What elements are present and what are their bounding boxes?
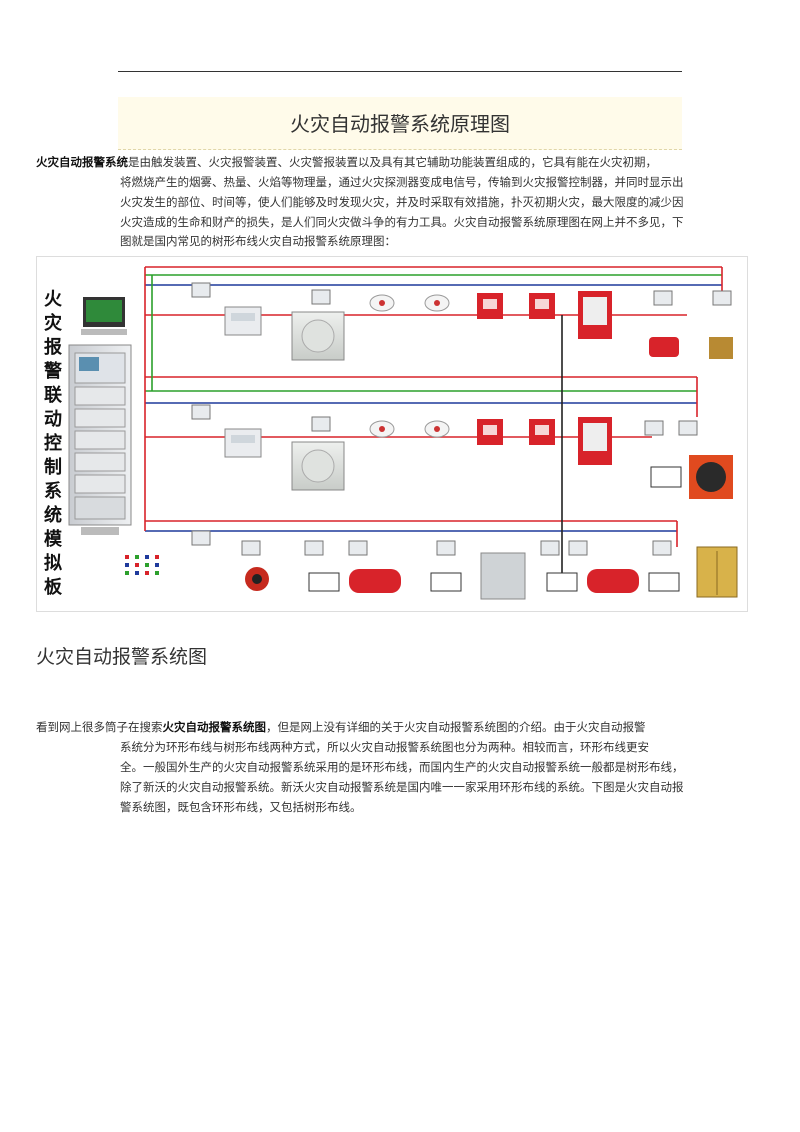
tier2-control-module-b [678, 420, 698, 436]
top-rule [118, 71, 682, 72]
tier2-speaker [291, 441, 345, 491]
bus-lines [144, 266, 723, 577]
tier1-sprinkler-valve [649, 337, 679, 357]
tier2-control-module-a [644, 420, 664, 436]
board-title-char: 联 [44, 385, 62, 406]
tier2-heat-detector [424, 420, 450, 438]
board-title-char: 模 [44, 528, 63, 550]
tier1-sound-light-alarm [578, 291, 612, 339]
tier3-beacon-alarm [245, 567, 269, 591]
tier1-input-module [311, 289, 331, 305]
tier1-output-module [653, 290, 673, 306]
tier1-heat-detector [424, 294, 450, 312]
board-title-char: 动 [44, 409, 62, 430]
tier2-hydrant-button [529, 419, 555, 445]
tier3-fire-pump-b [587, 569, 639, 593]
tier1-speaker [291, 311, 345, 361]
tier3-relay-box-d [648, 572, 680, 592]
tier3-modules-a [241, 540, 368, 556]
tier1-smoke-detector [369, 294, 395, 312]
tier1-module-a [191, 282, 211, 298]
tier3-module-b [436, 540, 456, 556]
board-title-char: 系 [44, 481, 62, 502]
tier1-display-panel [224, 306, 262, 336]
board-title-char: 火 [44, 289, 63, 310]
title-banner: 火灾自动报警系统原理图 [118, 97, 682, 150]
intro-lead-bold: 火灾自动报警系统 [36, 155, 128, 169]
tier2-relay-box [650, 466, 682, 488]
tier3-fire-pump-a [349, 569, 401, 593]
tier3-modules-c [540, 540, 588, 556]
tier3-relay-box-c [546, 572, 578, 592]
tier2-display-panel [224, 428, 262, 458]
board-title-char: 板 [44, 576, 63, 598]
tier1-solenoid-valve [709, 337, 733, 359]
para2-line-1: 看到网上很多筒子在搜索火灾自动报警系统图，但是网上没有详细的关于火灾自动报警系统… [36, 718, 686, 738]
intro-lead-rest: 是由触发装置、火灾报警装置、火灾警报装置以及具有其它辅助功能装置组成的，它具有能… [128, 155, 657, 169]
tier3-module-d [652, 540, 672, 556]
tier3-module-a [191, 530, 211, 546]
tier2-manual-alarm [477, 419, 503, 445]
board-title-char: 统 [44, 504, 62, 526]
board-title-char: 拟 [44, 552, 62, 574]
monitor-computer [81, 297, 127, 335]
page-title: 火灾自动报警系统原理图 [290, 112, 510, 136]
tier3-fire-shutter [480, 552, 526, 600]
tier2-input-module [311, 416, 331, 432]
tier3-relay-box-b [430, 572, 462, 592]
tier1-manual-alarm [477, 293, 503, 319]
intro-body: 将燃烧产生的烟雾、热量、火焰等物理量，通过火灾探测器变成电信号，传输到火灾报警控… [120, 175, 684, 249]
tier2-smoke-detector [369, 420, 395, 438]
tier1-hydrant-button [529, 293, 555, 319]
tier2-exhaust-fan [689, 455, 733, 499]
tier3-elevator [696, 546, 738, 598]
board-title-char: 灾 [44, 312, 62, 334]
control-cabinet [68, 344, 132, 535]
section-heading: 火灾自动报警系统图 [36, 646, 208, 668]
legend-dots [125, 555, 159, 575]
fire-alarm-system-diagram: 火灾报警联动控制系统模拟板 [36, 256, 748, 612]
para2-lead-rest: ，但是网上没有详细的关于火灾自动报警系统图的介绍。由于火灾自动报警 [266, 720, 646, 734]
tier3-relay-box-a [308, 572, 340, 592]
tier2-sound-light-alarm [578, 417, 612, 465]
board-title-char: 警 [44, 360, 62, 382]
tier2-module-a [191, 404, 211, 420]
para2-lead: 看到网上很多筒子在搜索 [36, 720, 163, 734]
para2-body: 全。一般国外生产的火灾自动报警系统采用的是环形布线，而国内生产的火灾自动报警系统… [120, 760, 684, 814]
board-title-char: 控 [44, 432, 62, 454]
board-title-char: 制 [44, 457, 62, 478]
intro-line-1: 火灾自动报警系统是由触发装置、火灾报警装置、火灾警报装置以及具有其它辅助功能装置… [36, 153, 686, 173]
para2-line-2: 系统分为环形布线与树形布线两种方式，所以火灾自动报警系统图也分为两种。相较而言，… [120, 740, 649, 754]
board-title-char: 报 [44, 336, 62, 358]
tier1-control-module [712, 290, 732, 306]
para2-lead-bold: 火灾自动报警系统图 [162, 720, 267, 734]
